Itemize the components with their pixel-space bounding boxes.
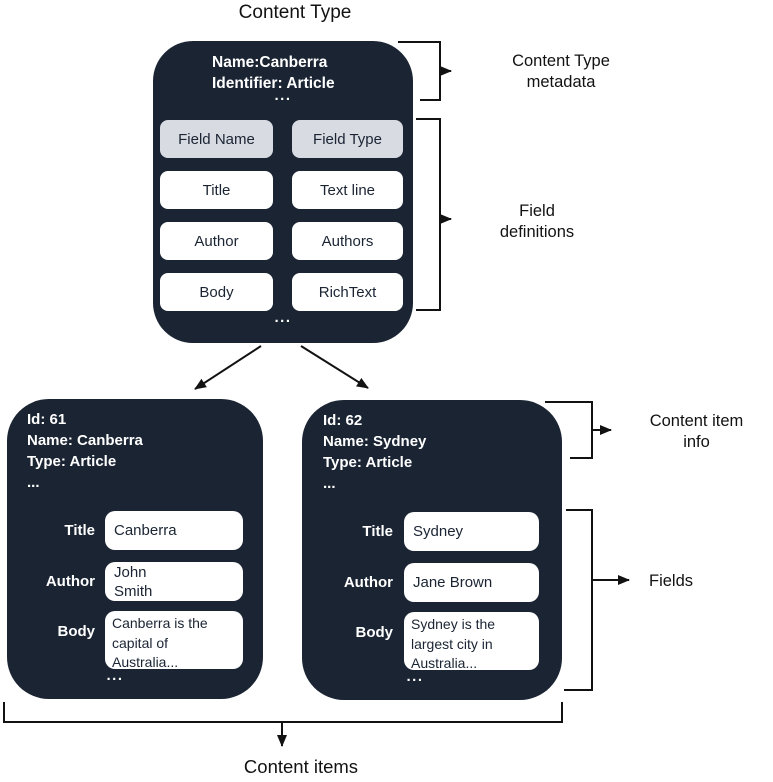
field-definitions-label: Field definitions: [499, 202, 575, 241]
content-type-meta: Name:Canberra Identifier: Article: [212, 54, 335, 92]
field-value: John Smith: [105, 562, 243, 601]
content-items-label: Content items: [243, 756, 359, 777]
field-label: Body: [57, 622, 96, 640]
ellipsis: ...: [106, 667, 124, 684]
field-value: Sydney: [404, 512, 539, 551]
field-label: Author: [343, 574, 393, 591]
ellipsis: ...: [406, 668, 424, 685]
field-label: Body: [355, 623, 394, 641]
fields-bracket: [564, 509, 593, 691]
content-type-box: Name:Canberra Identifier: Article ... Fi…: [153, 41, 413, 343]
fields-label: Fields: [648, 572, 693, 590]
field-type-cell: Text line: [292, 171, 403, 209]
field-label: Author: [45, 573, 95, 590]
content-item-meta: Id: 61 Name: Canberra Type: Article ...: [27, 411, 143, 491]
field-label: Title: [362, 523, 393, 540]
field-value: Canberra is the capital of Australia...: [105, 611, 243, 670]
type-to-item2-arrow: [300, 345, 369, 389]
field-label: Title: [64, 522, 95, 539]
content-item-box-62: Id: 62 Name: Sydney Type: Article ... Ti…: [302, 400, 562, 700]
field-value: Sydney is the largest city in Australia.…: [404, 612, 539, 671]
content-item-box-61: Id: 61 Name: Canberra Type: Article ... …: [7, 399, 263, 699]
field-value: Jane Brown: [404, 563, 539, 602]
diagram-title: Content Type: [238, 2, 352, 23]
field-value: Canberra: [105, 511, 243, 550]
field-name-cell: Body: [160, 273, 273, 311]
field-table-header-type: Field Type: [292, 120, 403, 158]
content-type-metadata-label: Content Type metadata: [512, 52, 610, 91]
content-item-meta: Id: 62 Name: Sydney Type: Article ...: [323, 412, 427, 492]
field-name-cell: Title: [160, 171, 273, 209]
field-table-header-name: Field Name: [160, 120, 273, 158]
type-to-item1-arrow: [194, 345, 262, 390]
content-items-bracket: [3, 702, 563, 723]
field-name-cell: Author: [160, 222, 273, 260]
ellipsis: ...: [274, 309, 292, 326]
field-type-cell: RichText: [292, 273, 403, 311]
ellipsis: ...: [274, 87, 292, 104]
content-item-info-label: Content item info: [649, 412, 744, 451]
field-type-cell: Authors: [292, 222, 403, 260]
